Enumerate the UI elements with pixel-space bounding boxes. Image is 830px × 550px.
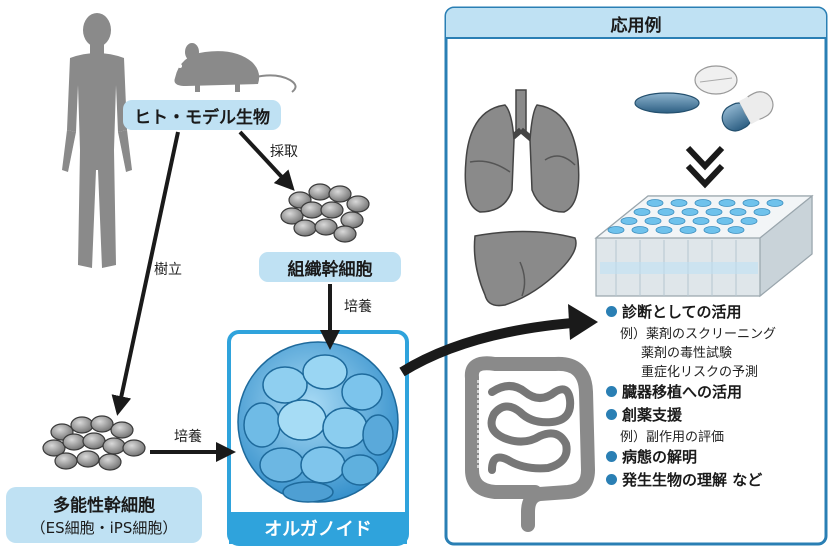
bullet-icon: [606, 474, 617, 485]
bullet-icon: [606, 409, 617, 420]
source-box: [123, 100, 281, 130]
establish-label: 樹立: [154, 262, 182, 278]
culture-tissue-label: 培養: [344, 299, 372, 315]
intestine-icon: [464, 356, 596, 532]
mouse-silhouette-icon: [174, 43, 297, 93]
application-label: 創薬支援: [622, 406, 683, 424]
human-silhouette-icon: [62, 13, 132, 268]
pluripotent-stem-label: 多能性幹細胞: [53, 495, 155, 516]
bullet-icon: [606, 386, 617, 397]
arrow-collect: [238, 130, 295, 191]
source-label: ヒト・モデル生物: [134, 107, 270, 128]
liver-icon: [473, 230, 577, 307]
application-item: 診断としての活用: [606, 300, 826, 323]
double-chevron-down-icon: [685, 145, 725, 189]
bullet-icon: [606, 451, 617, 462]
culture-pluripotent-label: 培養: [174, 429, 202, 445]
tissue-stem-box: [259, 252, 401, 282]
application-label: 病態の解明: [622, 448, 698, 466]
organoid-label: オルガノイド: [264, 519, 372, 540]
tissue-cell-cluster-icon: [280, 183, 370, 243]
collect-label: 採取: [270, 144, 298, 160]
application-label: 診断としての活用: [622, 303, 742, 321]
arrow-to-applications-head: [568, 304, 598, 340]
applications-list: 診断としての活用 例）薬剤のスクリーニング 薬剤の毒性試験 重症化リスクの予測 …: [606, 300, 826, 491]
application-sub: 例）副作用の評価: [620, 430, 725, 445]
pluripotent-cell-cluster-icon: [42, 415, 146, 471]
well-plate-icon: [594, 194, 814, 298]
application-sub: 重症化リスクの予測: [641, 365, 759, 380]
arrow-to-applications: [399, 317, 586, 377]
application-sub: 薬剤の毒性試験: [641, 346, 733, 361]
bullet-icon: [606, 306, 617, 317]
application-item: 臓器移植への活用: [606, 380, 826, 403]
organoid-icon: [237, 341, 399, 503]
application-item: 創薬支援: [606, 403, 826, 426]
tissue-stem-label: 組織幹細胞: [287, 259, 373, 280]
pluripotent-stem-box: [6, 487, 202, 543]
pills-capsule-icon: [634, 65, 774, 132]
application-label: 発生生物の理解 など: [622, 471, 763, 489]
application-label: 臓器移植への活用: [622, 383, 743, 401]
application-sub: 例）薬剤のスクリーニング: [620, 327, 777, 342]
pluripotent-note-label: （ES細胞・iPS細胞）: [30, 518, 178, 537]
applications-title: 応用例: [610, 15, 662, 36]
application-item: 病態の解明: [606, 445, 826, 468]
lungs-icon: [464, 89, 580, 213]
arrow-establish: [111, 131, 180, 416]
application-item: 発生生物の理解 など: [606, 468, 826, 491]
